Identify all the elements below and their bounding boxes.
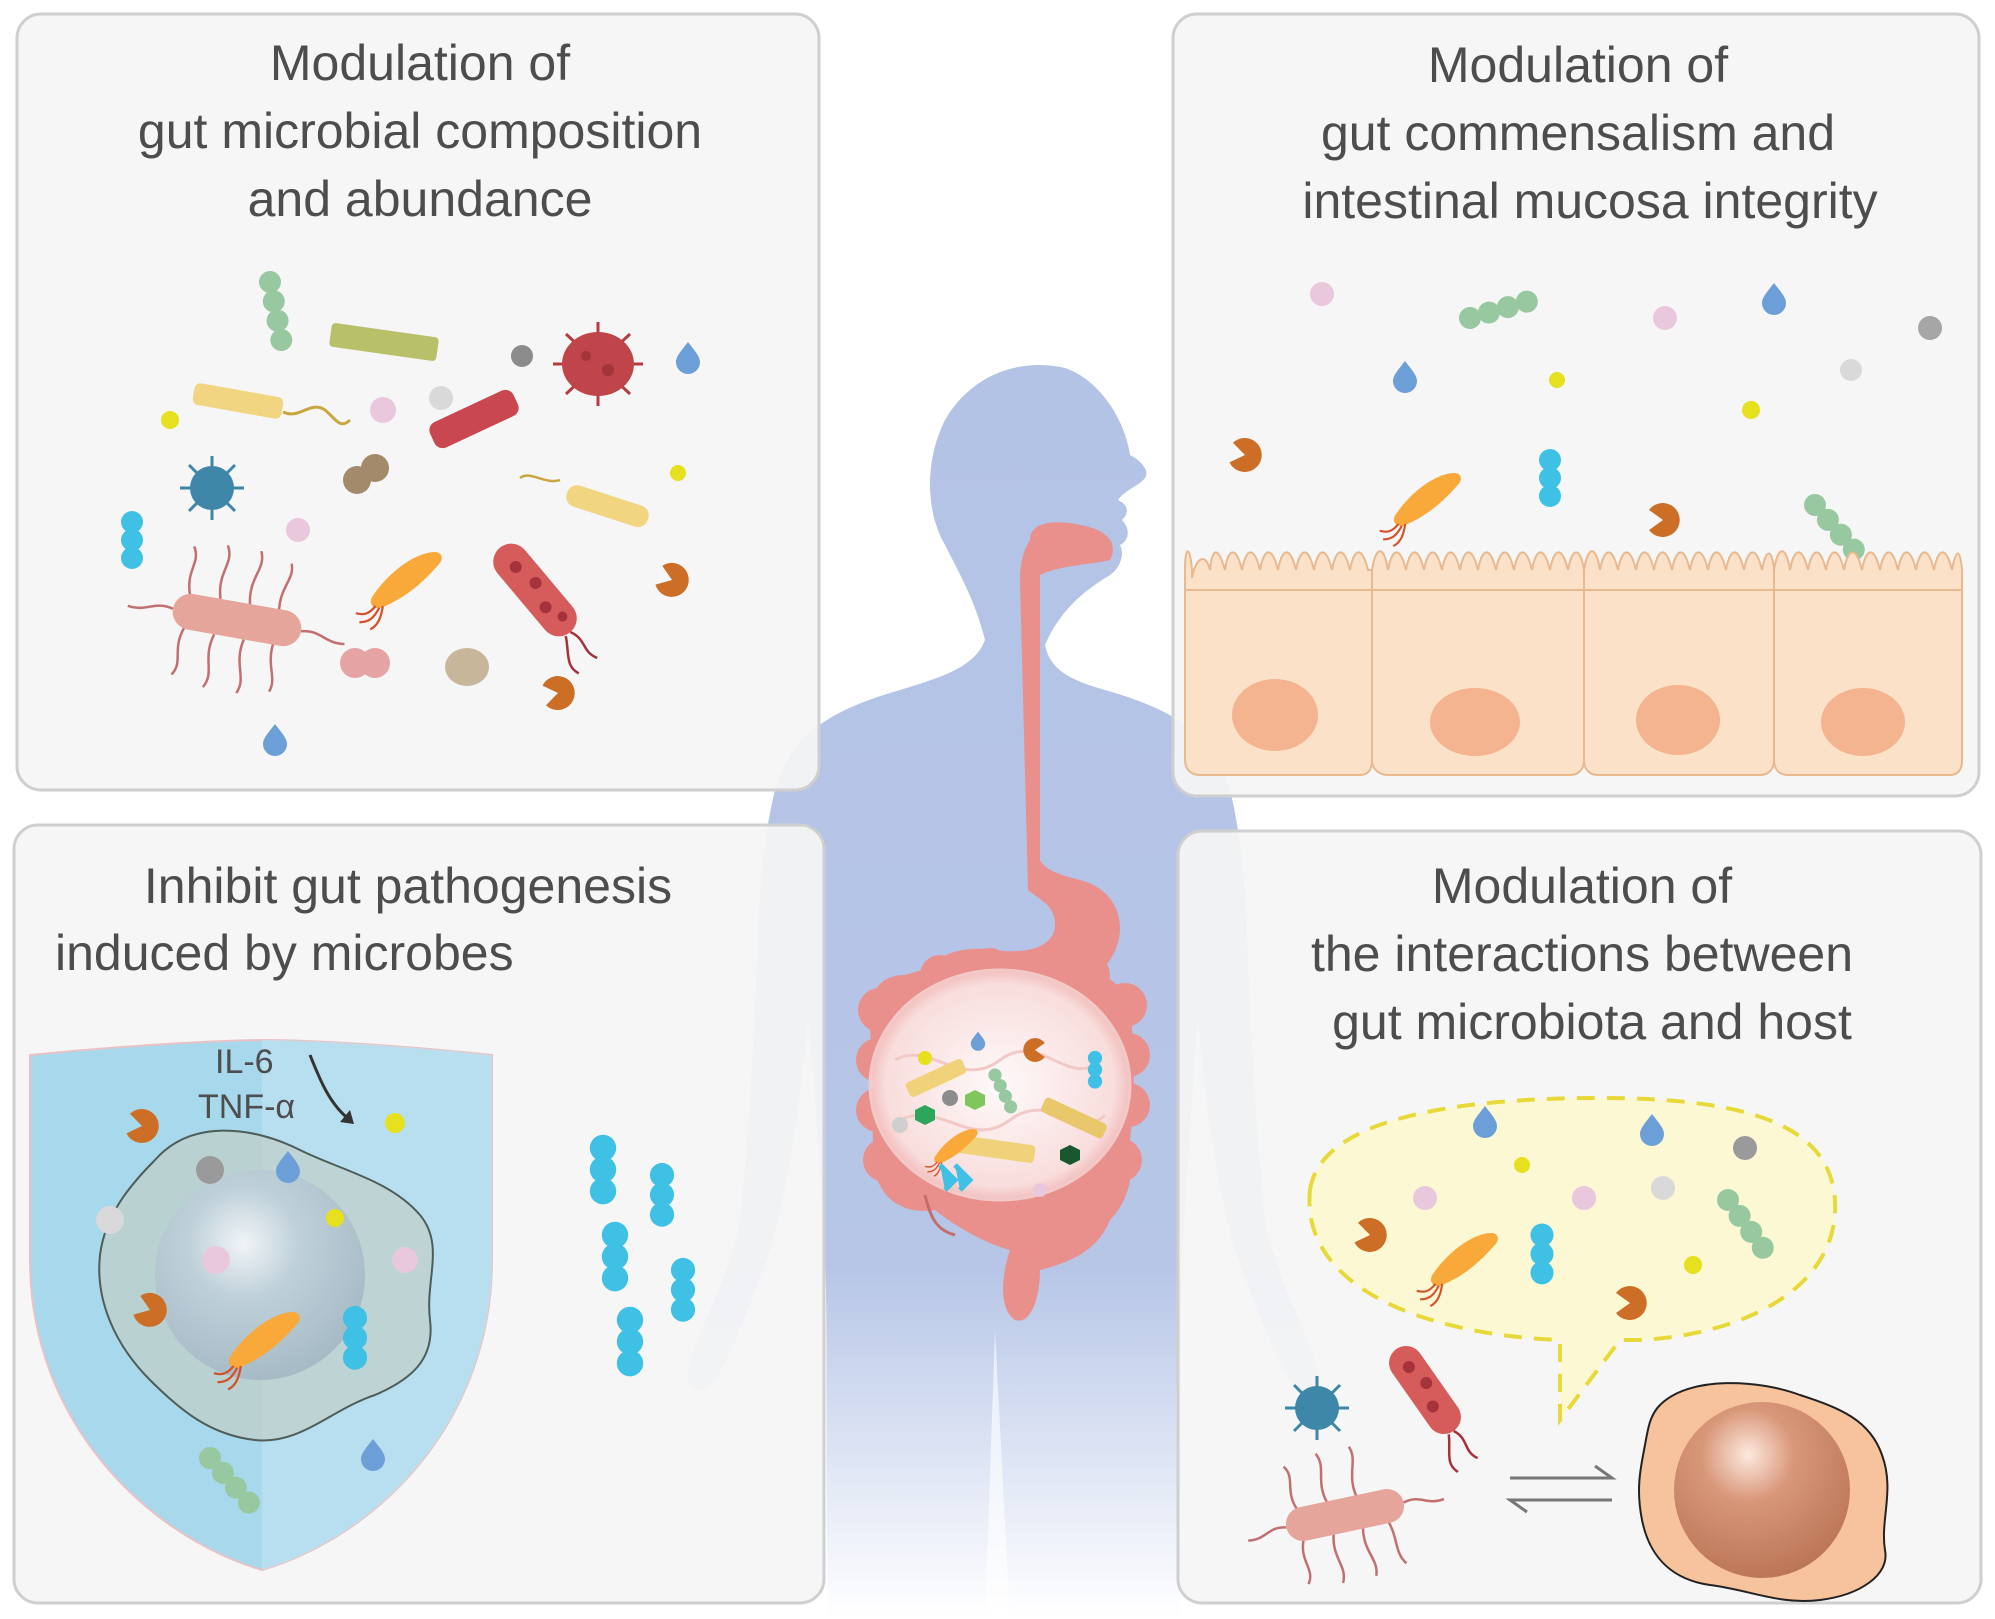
microbe-assortment	[121, 266, 700, 756]
epithelial-cell	[1184, 550, 1373, 776]
panel-title-line-2: the interactions between	[1311, 926, 1853, 982]
panel-gut-commensalism: Modulation of gut commensalism and intes…	[1171, 12, 1981, 798]
epithelial-cell	[1773, 550, 1963, 776]
speech-bubble	[1307, 1095, 1838, 1426]
epithelial-cell	[1583, 550, 1775, 776]
cytokine-label-tnf: TNF-α	[198, 1088, 295, 1126]
host-cell-icon	[1638, 1382, 1889, 1602]
blue-virus-icon	[180, 456, 244, 520]
panel-title-line-1: Modulation of	[270, 35, 570, 91]
cytokine-label-il6: IL-6	[215, 1043, 274, 1081]
release-arrow-icon	[308, 1054, 351, 1122]
panel-title-line-1: Modulation of	[1432, 858, 1732, 914]
panel-title-line-2: gut commensalism and	[1321, 105, 1835, 161]
red-spotted-bacterium-icon	[493, 543, 598, 675]
pink-flagellated-bacterium-icon	[127, 544, 345, 694]
epithelial-cell	[1371, 550, 1585, 776]
digestive-tract	[856, 522, 1150, 1321]
panel-title-line-2: induced by microbes	[55, 925, 514, 981]
panel-title-line-1: Inhibit gut pathogenesis	[144, 858, 672, 914]
red-spotted-bacterium-icon	[1389, 1345, 1479, 1473]
yellow-flagellate-icon	[519, 474, 649, 528]
bubble-microbes	[1353, 1106, 1790, 1320]
panel-gut-microbial-composition: Modulation of gut microbial composition …	[15, 12, 821, 792]
red-spiked-bacterium-icon	[553, 322, 643, 406]
pink-flagellated-bacterium-icon	[1248, 1446, 1445, 1585]
lumen-microbes	[1228, 267, 1942, 565]
panel-title-line-2: gut microbial composition	[138, 103, 702, 159]
panel-title-line-3: intestinal mucosa integrity	[1302, 173, 1877, 229]
equilibrium-arrows-icon	[1505, 1464, 1617, 1514]
intestinal-epithelium	[1184, 550, 1963, 776]
panel-title-line-3: gut microbiota and host	[1332, 994, 1852, 1050]
panel-inhibit-pathogenesis: Inhibit gut pathogenesis induced by micr…	[12, 823, 826, 1605]
panel-microbiota-host-interaction: Modulation of the interactions between g…	[1176, 829, 1983, 1605]
blue-virus-icon	[1285, 1376, 1349, 1440]
panel-title-line-1: Modulation of	[1428, 37, 1728, 93]
panel-title-line-3: and abundance	[248, 171, 593, 227]
